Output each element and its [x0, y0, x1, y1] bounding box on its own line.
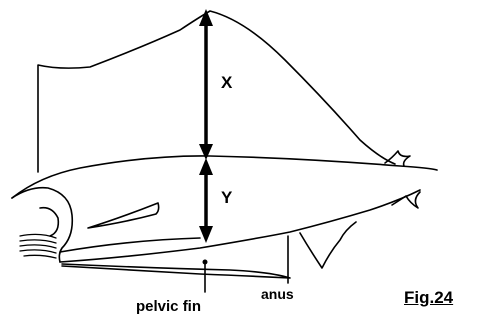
measure-arrow-y — [199, 158, 213, 243]
label-y: Y — [221, 188, 232, 208]
gill-rays — [20, 234, 56, 253]
dorsal-fin-rear-lobe — [385, 151, 410, 166]
anal-fin — [300, 222, 356, 268]
label-pelvic-fin: pelvic fin — [136, 298, 201, 315]
belly-outline — [60, 190, 420, 262]
pelvic-fin — [62, 264, 290, 278]
label-x: X — [221, 73, 232, 93]
pelvic-fin-marker — [203, 260, 208, 265]
eye-outline — [40, 208, 58, 236]
figure-number: Fig.24 — [404, 288, 453, 308]
label-anus: anus — [261, 286, 294, 302]
pectoral-fin — [88, 203, 159, 228]
gill-rays-lower — [24, 255, 56, 258]
dorsal-fin-outline — [38, 11, 395, 172]
measure-arrow-x — [199, 9, 213, 160]
